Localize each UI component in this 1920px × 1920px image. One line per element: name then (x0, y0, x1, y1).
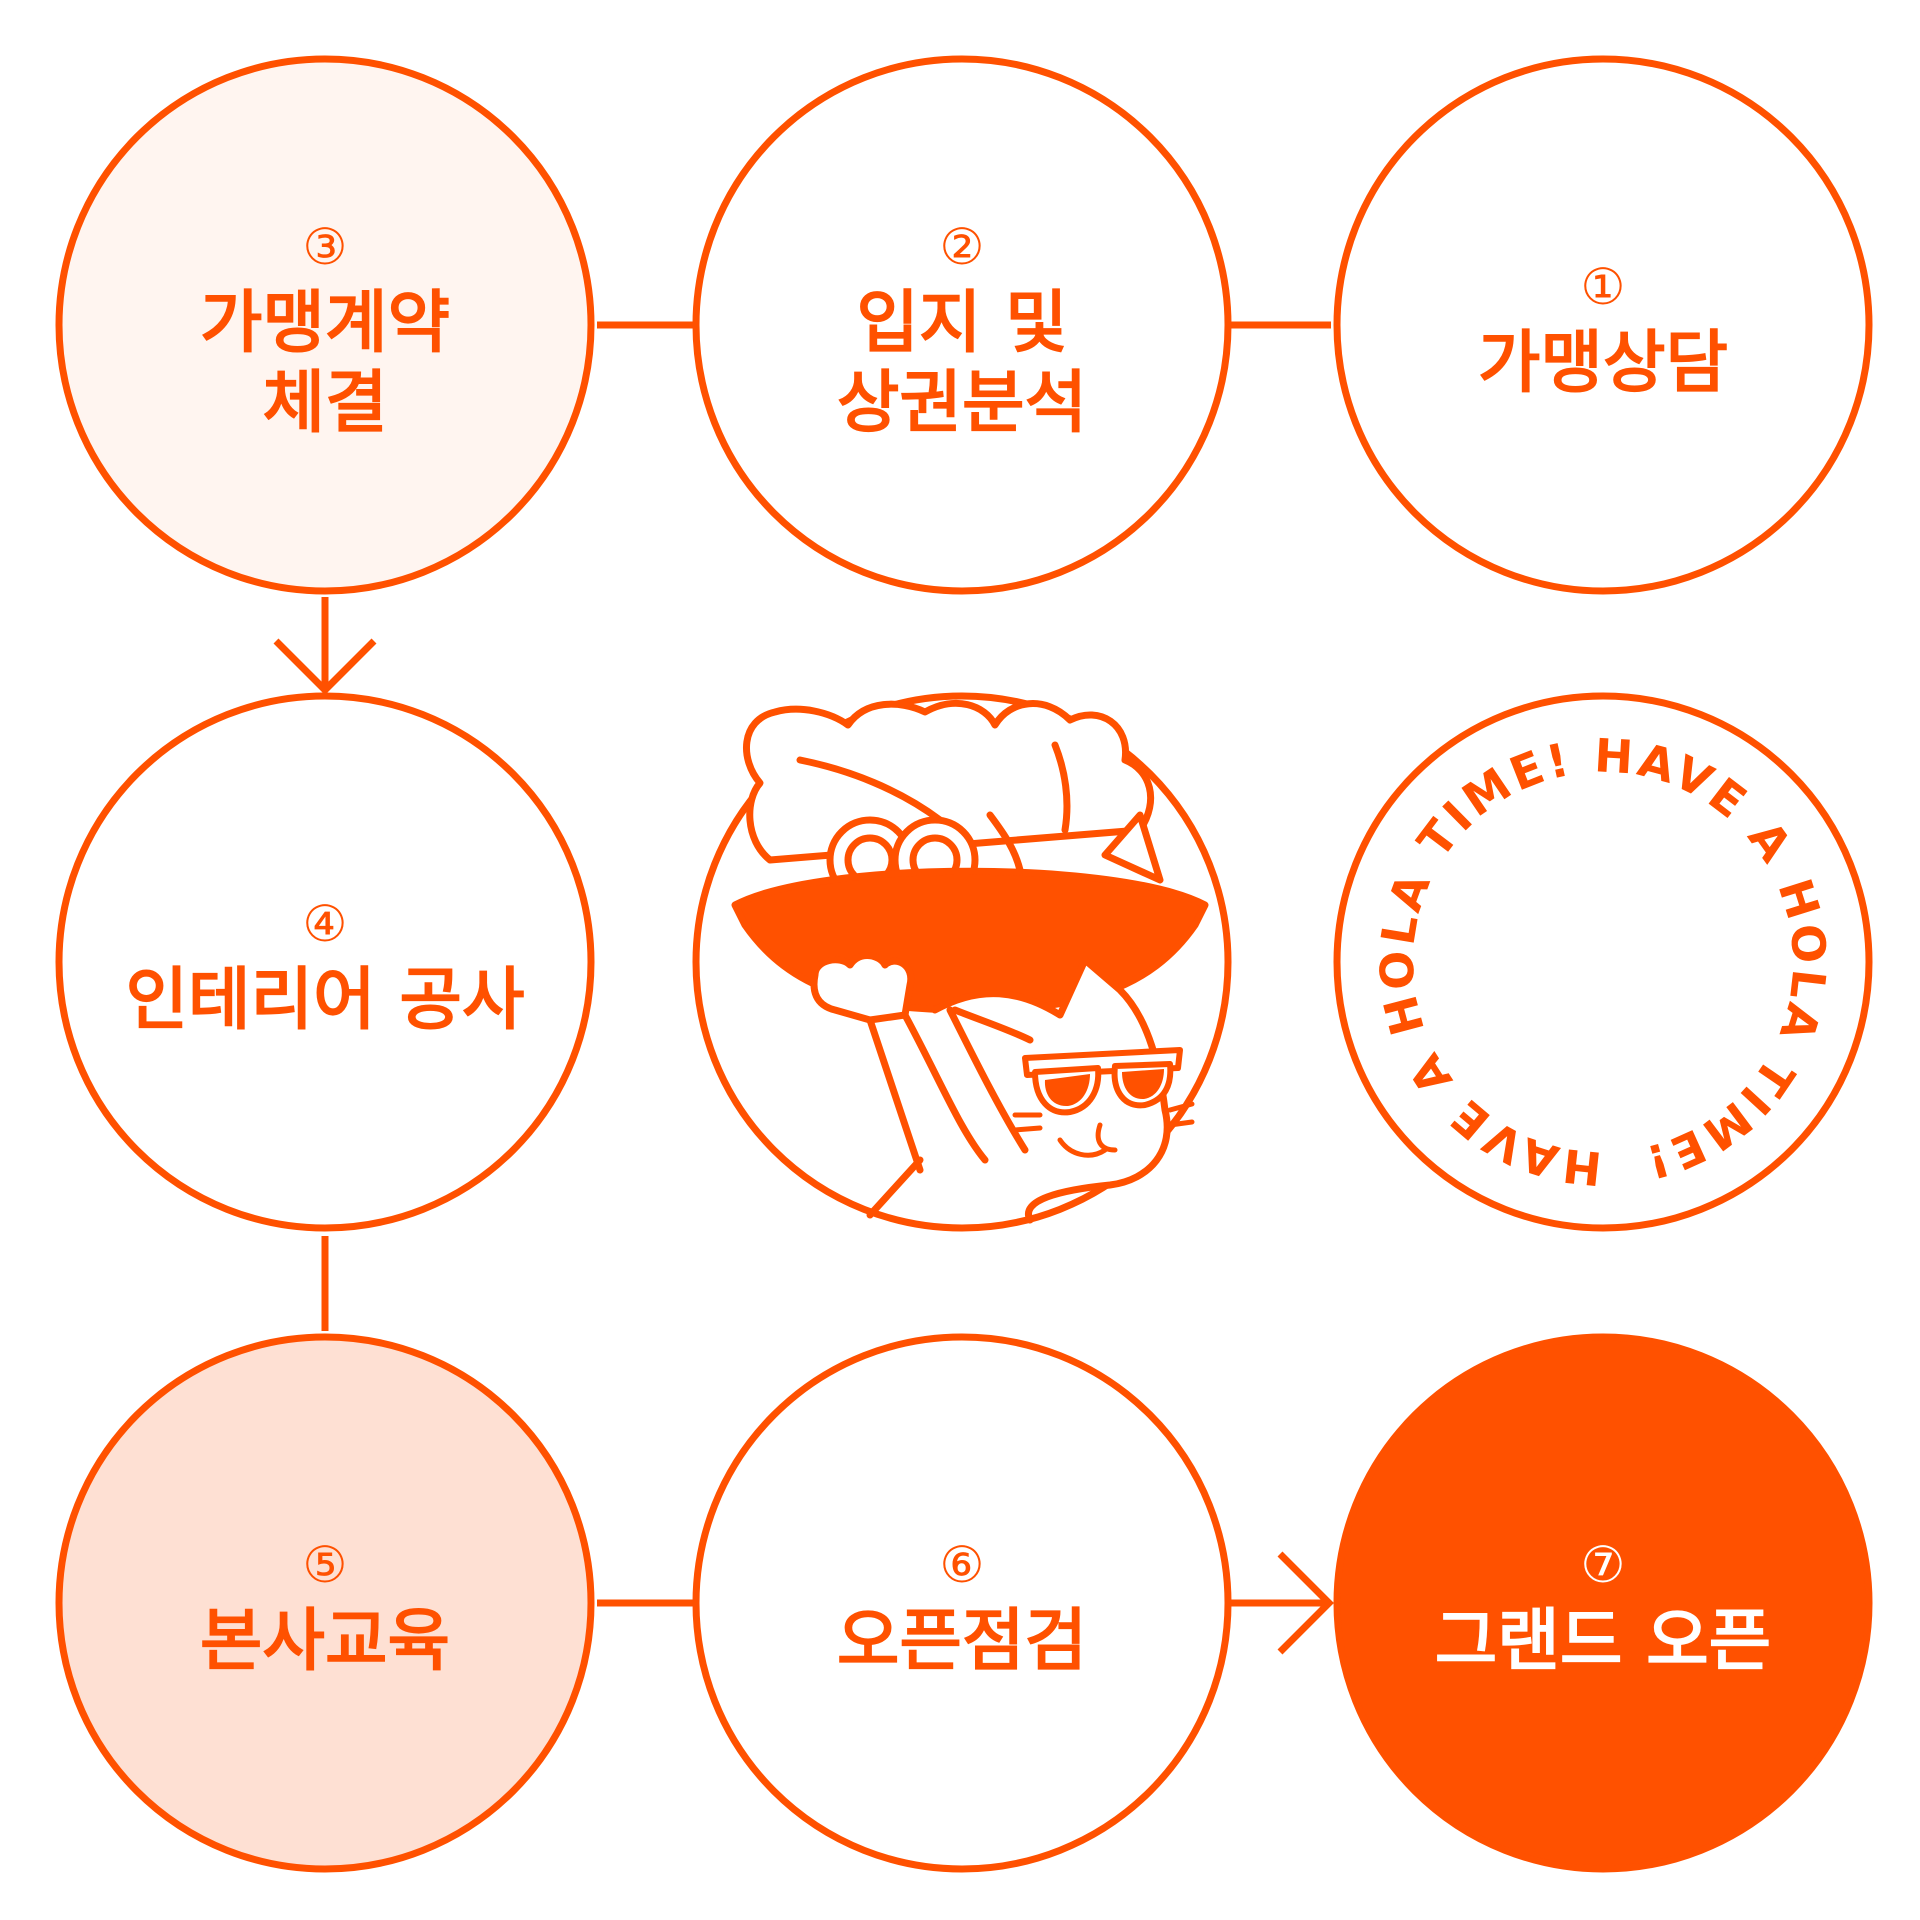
arrow-head-down-icon (273, 638, 377, 695)
connectors (273, 321, 1334, 1655)
step-4: ④ 인테리어 공사 (55, 692, 595, 1232)
step-label: 입지 및 (856, 284, 1067, 363)
step-label: 상권분석 (837, 364, 1087, 443)
step-label: 오픈점검 (837, 1602, 1087, 1681)
step-6: ⑥ 오픈점검 (692, 1333, 1232, 1873)
step-label: 가맹상담 (1478, 324, 1728, 403)
step-number: ⑦ (1581, 1536, 1626, 1594)
step-circle (55, 55, 595, 595)
step-number: ① (1581, 258, 1626, 316)
mascot-cat-with-bowl-icon (692, 692, 1232, 1232)
step-label: 인테리어 공사 (125, 961, 524, 1040)
step-label: 가맹계약 (200, 284, 450, 363)
slogan-badge: HAVE A HOLA TIME! HAVE A HOLA TIME! (1333, 692, 1873, 1232)
step-1: ① 가맹상담 (1333, 55, 1873, 595)
step-number: ④ (303, 895, 348, 953)
step-circle (55, 692, 595, 1232)
step-5: ⑤ 본사교육 (55, 1333, 595, 1873)
step-circle (692, 1333, 1232, 1873)
step-circle (1333, 1333, 1873, 1873)
step-circle (1333, 55, 1873, 595)
step-number: ⑤ (303, 1536, 348, 1594)
arrow-head-right-icon (1277, 1551, 1334, 1655)
step-circle (55, 1333, 595, 1873)
step-label: 그랜드 오픈 (1435, 1602, 1771, 1681)
step-7: ⑦ 그랜드 오픈 (1333, 1333, 1873, 1873)
step-number: ⑥ (940, 1536, 985, 1594)
step-label: 본사교육 (200, 1602, 450, 1681)
step-circle (692, 55, 1232, 595)
step-number: ③ (303, 218, 348, 276)
step-label: 체결 (262, 364, 387, 443)
step-number: ② (940, 218, 985, 276)
